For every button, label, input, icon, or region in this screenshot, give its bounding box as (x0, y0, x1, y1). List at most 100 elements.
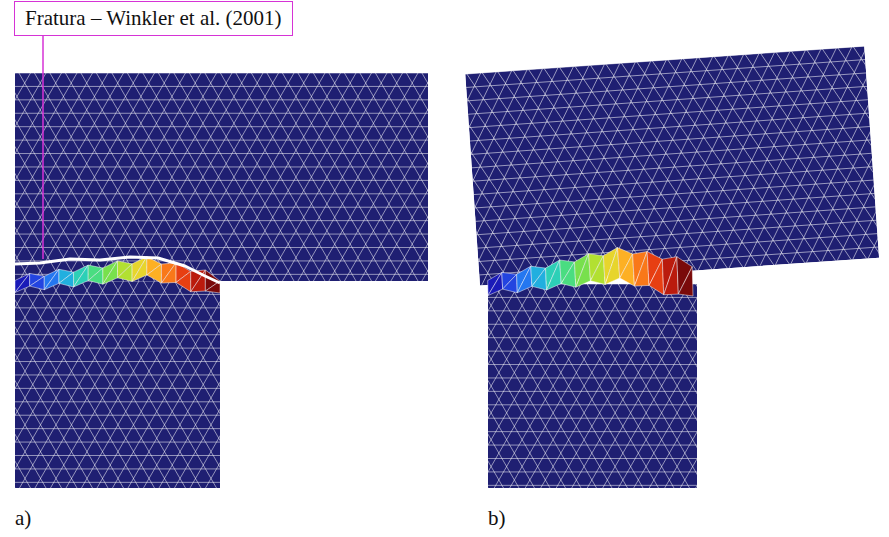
damage-element (620, 254, 635, 286)
mesh-edge (465, 74, 480, 285)
mesh-edge (488, 284, 581, 488)
mesh-edge (391, 73, 428, 281)
mesh-edge (668, 51, 805, 271)
mesh-edge (159, 281, 220, 488)
mesh-edge (665, 284, 697, 488)
mesh-edge (575, 58, 712, 278)
mesh-edge (34, 73, 154, 281)
mesh-edge (541, 284, 659, 488)
mesh-edge (683, 50, 820, 270)
damage-element (532, 268, 547, 290)
mesh-edge (96, 73, 216, 281)
mesh-edge (15, 73, 92, 281)
mesh-edge (838, 46, 879, 259)
mesh-edge (591, 57, 728, 277)
mesh-edge (529, 61, 666, 281)
mesh-edge (465, 70, 542, 286)
mesh-edge (128, 281, 220, 488)
mesh-ground (15, 73, 428, 281)
mesh-edge (267, 73, 387, 281)
mesh-edge (15, 401, 220, 402)
callout-text: Fratura – Winkler et al. (2001) (25, 6, 282, 31)
mesh-edge (488, 284, 597, 488)
mesh-edge (313, 73, 428, 281)
mesh-edge (391, 73, 428, 281)
mesh-edge (696, 284, 697, 488)
mesh-edge (637, 54, 774, 274)
mesh-edge (15, 73, 62, 281)
mesh-edge (236, 73, 356, 281)
mesh-edge (606, 56, 743, 276)
damage-element (103, 261, 118, 284)
mesh-edge (544, 60, 681, 280)
mesh-edge (465, 70, 542, 286)
mesh-edge (15, 281, 46, 488)
mesh-edge (838, 46, 879, 259)
mesh-edge (634, 284, 697, 488)
mesh-edge (81, 73, 201, 281)
mesh-edge (510, 284, 628, 488)
mesh-edge (298, 73, 418, 281)
mesh-edge (190, 281, 220, 488)
damage-element (488, 272, 502, 295)
mesh-edge (465, 69, 557, 286)
mesh-edge (618, 284, 697, 488)
mesh-edge (174, 73, 294, 281)
mesh-edge (575, 58, 712, 278)
mesh-edge (560, 59, 697, 279)
mesh-edge (298, 73, 418, 281)
damage-element (132, 257, 147, 282)
mesh-block (465, 46, 879, 285)
damage-element (161, 263, 176, 283)
mesh-edge (699, 49, 836, 269)
mesh-edge (282, 73, 402, 281)
mesh-edge (488, 284, 550, 488)
mesh-edge (488, 284, 519, 488)
mesh-edge (792, 46, 880, 263)
damage-element (591, 256, 606, 285)
mesh-edge (158, 73, 278, 281)
mesh-edge (560, 59, 697, 279)
mesh-edge (730, 47, 867, 267)
mesh-edge (529, 61, 666, 281)
mesh-edge (652, 52, 789, 272)
damage-element (44, 269, 59, 289)
mesh-edge (50, 281, 170, 488)
mesh-edge (513, 62, 650, 282)
mesh-edge (19, 73, 139, 281)
mesh-edge (81, 281, 201, 488)
mesh-edge (776, 46, 879, 264)
mesh-edge (714, 48, 851, 268)
mesh-edge (488, 284, 519, 488)
mesh-edge (714, 48, 851, 268)
damage-element (576, 254, 591, 287)
mesh-edge (15, 73, 62, 281)
mesh-edge (467, 65, 604, 285)
mesh-edge (50, 73, 170, 281)
mesh-edge (15, 482, 220, 483)
mesh-edge (807, 46, 879, 261)
mesh-edge (15, 220, 428, 221)
mesh-edge (15, 281, 93, 488)
mesh-edge (634, 284, 697, 488)
mesh-edge (494, 284, 612, 488)
damage-element (561, 262, 576, 287)
crack-line (15, 257, 220, 283)
mesh-edge (606, 56, 743, 276)
mesh-edge (66, 281, 186, 488)
mesh-edge (15, 428, 220, 429)
mesh-edge (15, 321, 220, 322)
damage-element (664, 257, 679, 295)
mesh-edge (19, 73, 139, 281)
mesh-edge (853, 46, 879, 258)
mesh-edge (807, 46, 879, 261)
mesh-edge (34, 73, 154, 281)
mesh-edge (65, 73, 185, 281)
mesh-edge (143, 73, 263, 281)
mesh-edge (15, 281, 77, 488)
mesh-edge (488, 284, 581, 488)
damage-element (147, 264, 162, 283)
mesh-rotated (328, 37, 889, 295)
mesh-edge (15, 455, 220, 456)
